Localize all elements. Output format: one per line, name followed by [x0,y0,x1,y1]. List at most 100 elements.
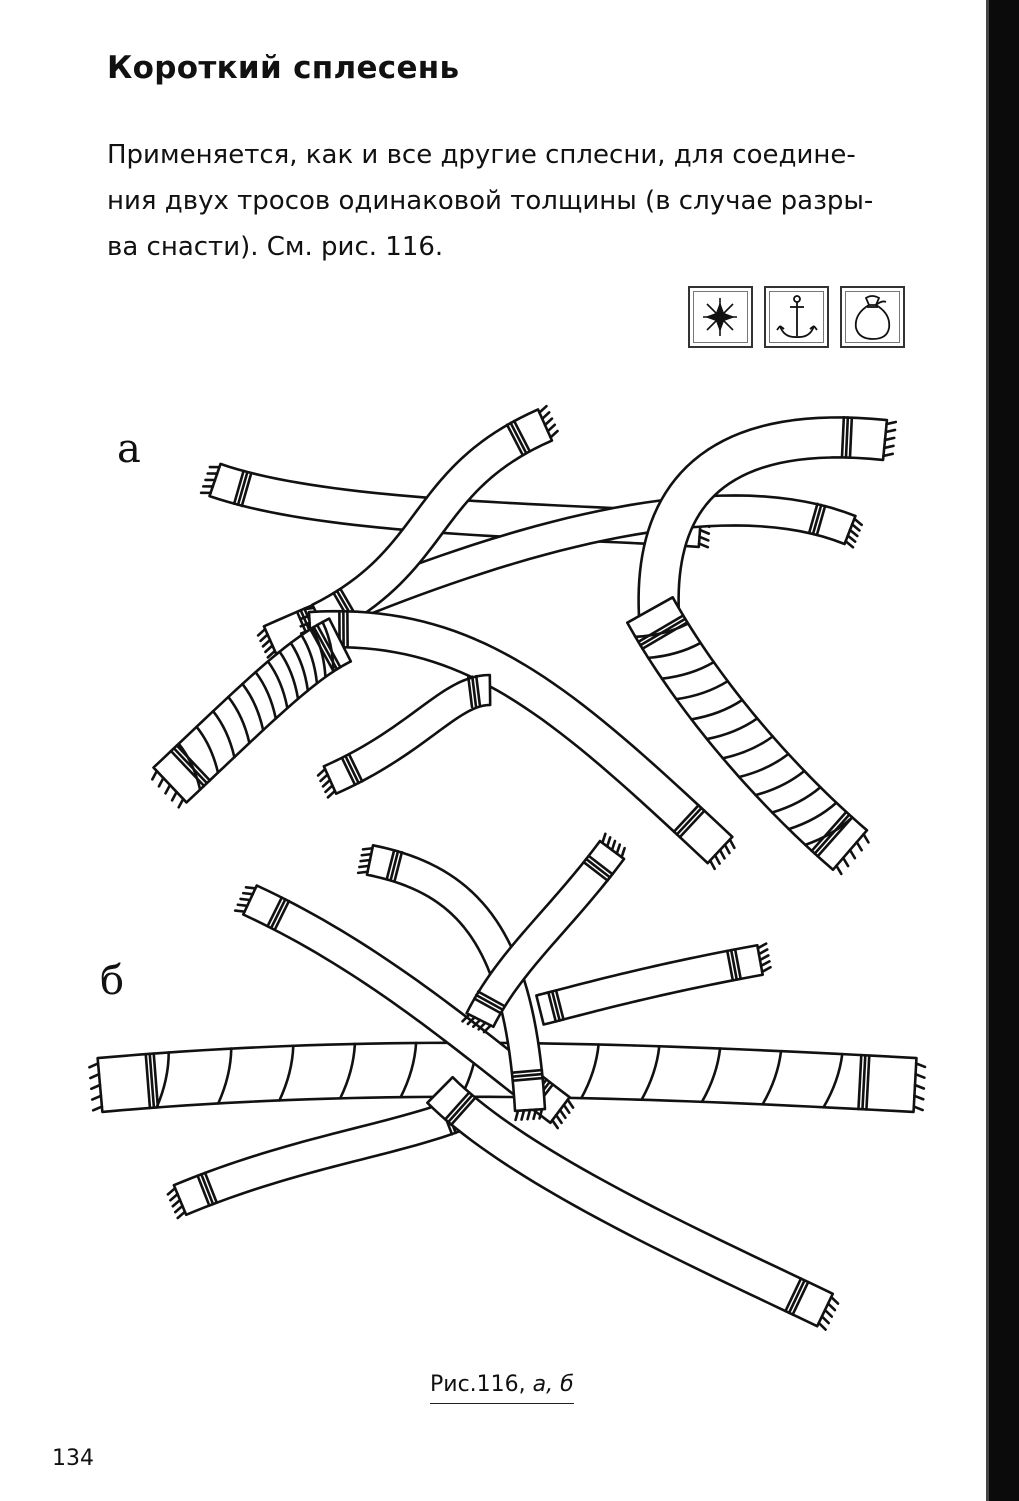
whipping-band [813,813,851,855]
whipping-band [385,848,396,881]
whipping-band [816,816,854,858]
frayed-fringe [261,638,272,648]
frayed-fringe [157,776,165,788]
frayed-fringe [356,870,369,875]
whipping-band [475,993,504,1011]
frayed-fringe [913,1083,926,1090]
whipping-band [175,744,212,782]
paragraph-line: ния двух тросов одинаковой толщины (в сл… [107,186,874,216]
whipping-band [340,756,357,787]
rope-twist-line [216,1047,233,1105]
whipping-band [511,1072,544,1078]
whipping-band [637,614,685,644]
frayed-fringe [299,621,311,628]
frayed-fringe [862,832,870,844]
whipping-band [861,1054,867,1111]
whipping-band [446,1093,474,1124]
rope-a-left [152,617,353,804]
whipping-band [196,1174,211,1207]
whipping-band [810,810,848,853]
frayed-fringe [853,517,863,527]
whipping-band [733,948,742,981]
whipping-band [474,674,482,708]
frayed-fringe [913,1094,925,1101]
frayed-fringe [466,1015,476,1026]
whipping-band [815,504,827,537]
frayed-fringe [844,539,855,549]
whipping-band [729,948,739,981]
frayed-fringe [151,769,159,781]
rope-twist-line [227,695,251,745]
star-icon [688,286,753,348]
frayed-fringe [820,1315,831,1325]
rope-twist-line [770,785,822,814]
whipping-band [582,860,609,882]
rope-twist-line [195,725,220,774]
whipping-band [547,991,558,1023]
whipping-band [511,1076,544,1082]
frayed-fringe [236,903,249,908]
frayed-fringe [526,1108,532,1121]
frayed-fringe [708,859,716,871]
whipping-band [200,1172,215,1206]
frayed-fringe [760,965,772,974]
whipping-band [787,1279,806,1315]
whipping-band [678,809,706,839]
frayed-fringe [316,767,327,777]
frayed-fringe [829,1295,840,1305]
rope-twist-line [266,660,289,710]
frayed-fringe [558,1108,567,1120]
whipping-band [172,746,209,785]
frayed-fringe [477,1021,487,1031]
rope-twist-line [721,735,774,760]
whipping-band [203,1171,219,1204]
frayed-fringe [620,846,626,859]
frayed-fringe [566,1098,575,1109]
frayed-fringe [538,1107,544,1120]
strand-a-2 [262,494,857,656]
whipping-band [393,850,404,883]
whipping-band [791,1280,810,1316]
paragraph-line: Применяется, как и все другие сплесни, д… [107,140,856,170]
frayed-fringe [601,832,607,845]
rope-twist-line [705,717,759,741]
page-number: 134 [52,1446,94,1471]
frayed-fringe [835,864,843,876]
frayed-fringe [756,942,768,950]
frayed-fringe [259,633,269,643]
frayed-fringe [264,644,274,654]
frayed-fringe [850,523,861,532]
frayed-fringe [171,1198,182,1208]
whipping-band [509,421,528,455]
frayed-fringe [848,528,859,538]
whipping-band [550,990,561,1022]
frayed-fringe [239,897,252,902]
frayed-fringe [758,954,770,962]
frayed-fringe [482,1024,493,1034]
frayed-fringe [697,542,710,549]
strand-b-6 [426,1075,835,1328]
caption-prefix: Рис.116, [430,1372,533,1397]
caption-letters: а, б [532,1372,574,1397]
frayed-fringe [303,606,316,611]
rope-twist-line [177,742,202,791]
frayed-fringe [882,444,895,450]
frayed-fringe [848,848,857,860]
frayed-fringe [319,773,329,783]
frayed-fringe [520,1109,526,1121]
figure-caption: Рис.116, а, б [430,1372,574,1404]
frayed-fringe [562,1103,571,1114]
frayed-fringe [883,436,896,442]
whipping-band [236,470,249,507]
rope-twist-line [822,1052,844,1109]
whipping-band [449,1096,477,1127]
frayed-fringe [471,1018,482,1028]
whipping-band [269,898,287,930]
whipping-band [505,423,524,457]
frayed-fringe [358,864,371,869]
whipping-band [672,804,700,833]
frayed-fringe [538,404,548,414]
rope-twist-line [761,1049,783,1106]
rope-twist-line [300,633,319,685]
whipping-band [273,899,291,932]
